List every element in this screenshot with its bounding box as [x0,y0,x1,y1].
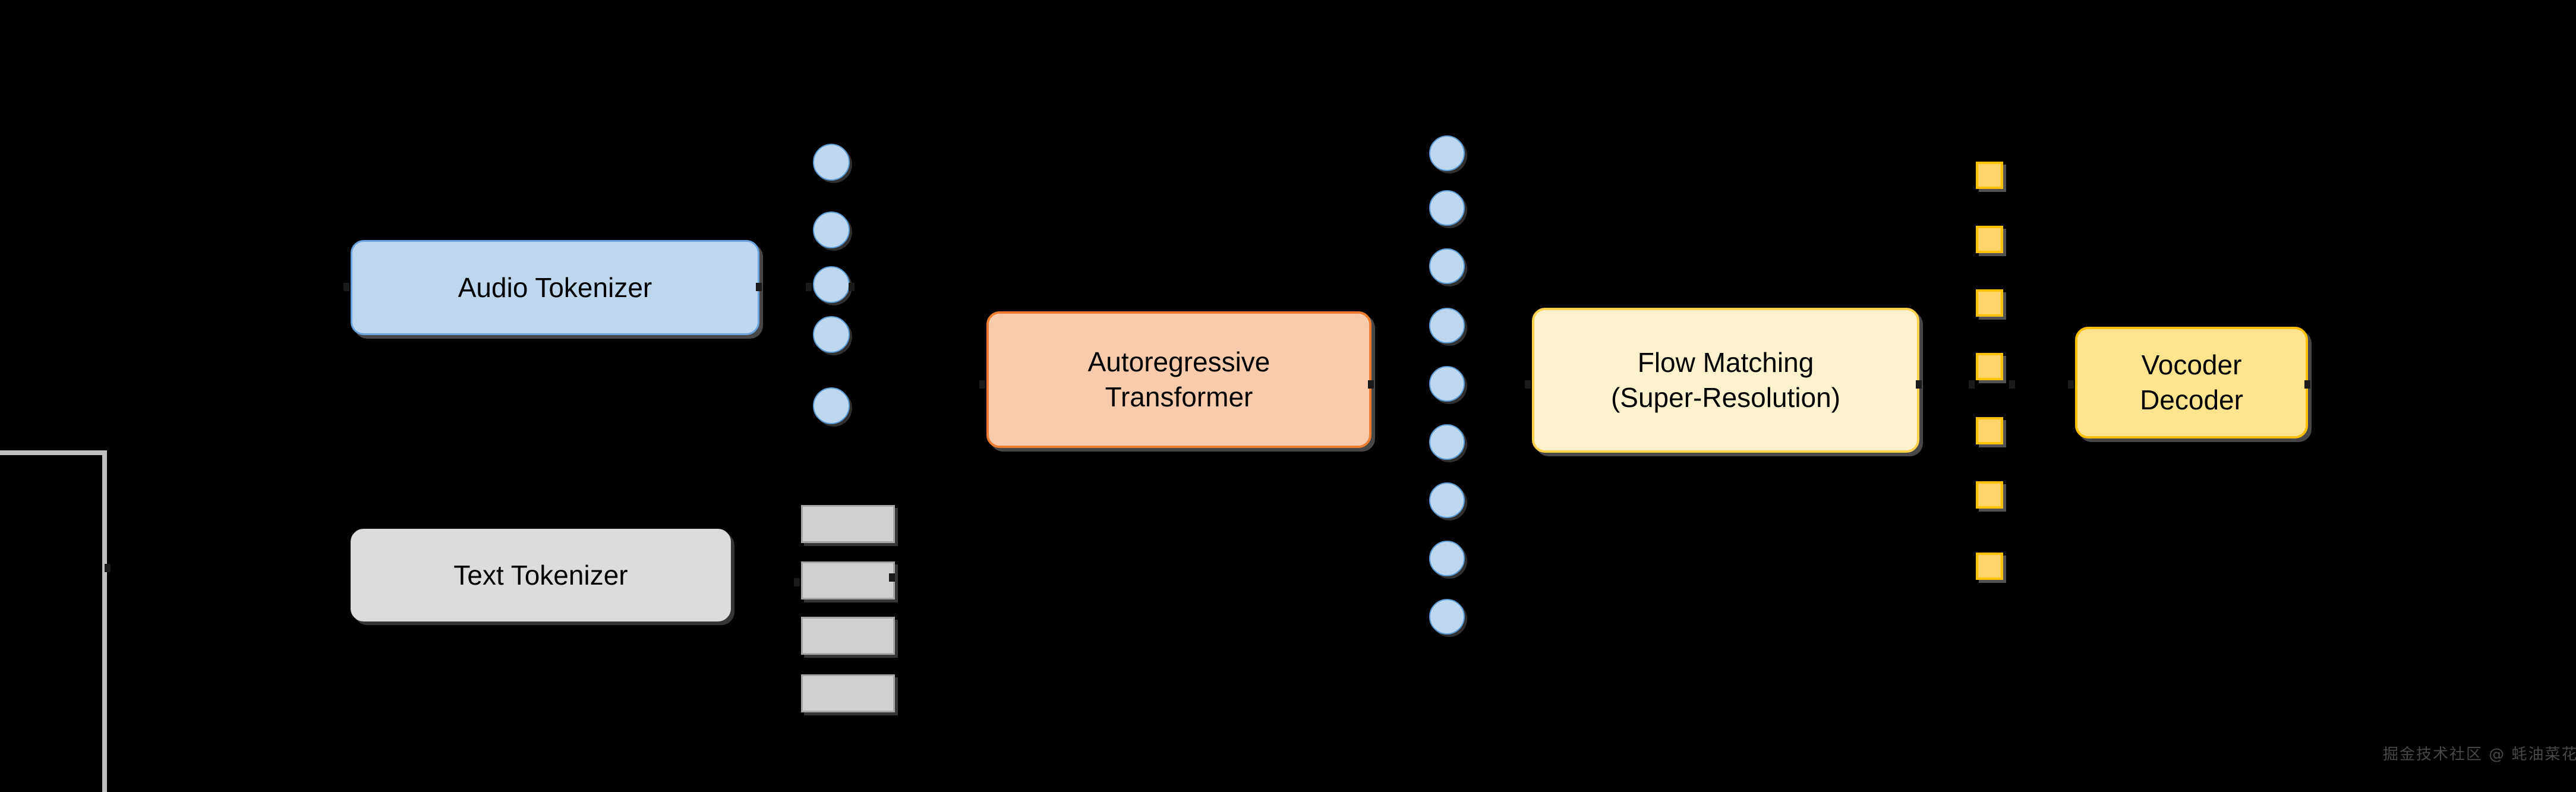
text-token-rect [801,617,895,655]
node-vocoder-decoder[interactable]: Vocoder Decoder [2075,327,2308,438]
latent-token-circle [1429,190,1465,226]
mel-token-square [1976,353,2003,380]
connector-mel-token-left [1969,380,1975,389]
node-flow-matching[interactable]: Flow Matching (Super-Resolution) [1532,308,1919,453]
input-source-frame [0,450,107,792]
node-flow-matching-label: Flow Matching (Super-Resolution) [1610,347,1841,413]
connector-out-autoregressive [1368,380,1374,389]
mel-token-square [1976,553,2003,580]
latent-token-circle [1429,366,1465,402]
latent-token-circle [1429,482,1465,518]
mel-token-square [1976,162,2003,189]
node-audio-tokenizer[interactable]: Audio Tokenizer [351,240,759,335]
node-audio-tokenizer-label: Audio Tokenizer [458,272,652,303]
mel-token-square [1976,481,2003,509]
text-token-rect [801,561,895,599]
mel-token-square [1976,289,2003,317]
latent-token-circle [1429,135,1465,171]
latent-token-circle [1429,248,1465,284]
audio-token-circle [813,144,850,181]
latent-token-circle [1429,541,1465,576]
mel-token-square [1976,417,2003,444]
connector-out-audio-tokenizer [756,283,762,291]
text-token-rect [801,674,895,712]
node-autoregressive-transformer[interactable]: Autoregressive Transformer [986,311,1371,448]
connector-audio-token-left [806,283,812,291]
node-vocoder-decoder-label: Vocoder Decoder [2140,349,2243,415]
connector-audio-token-right [849,283,855,291]
connector-in-autoregressive [979,380,985,389]
latent-token-circle [1429,308,1465,343]
watermark-text: 掘金技术社区 @ 蚝油菜花 [2383,746,2576,763]
node-autoregressive-transformer-label: Autoregressive Transformer [1087,346,1270,412]
connector-source-to-text-tokenizer [105,564,111,572]
connector-out-flow-matching [1916,380,1922,389]
text-token-rect [801,505,895,543]
connector-in-flow-matching [1525,380,1531,389]
latent-token-circle [1429,424,1465,460]
audio-token-circle [813,212,850,248]
node-text-tokenizer-label: Text Tokenizer [453,559,628,591]
connector-out-vocoder-decoder [2304,380,2310,389]
audio-token-circle [813,387,850,424]
audio-token-circle [813,316,850,353]
connector-text-token-left [794,578,800,586]
latent-token-circle [1429,599,1465,635]
connector-mel-token-right [2009,380,2015,389]
audio-token-circle [813,266,850,303]
connector-text-token-right [889,573,895,582]
mel-token-square [1976,226,2003,253]
connector-in-audio-tokenizer [343,283,349,291]
node-text-tokenizer[interactable]: Text Tokenizer [351,529,731,621]
connector-in-vocoder-decoder [2068,380,2074,389]
